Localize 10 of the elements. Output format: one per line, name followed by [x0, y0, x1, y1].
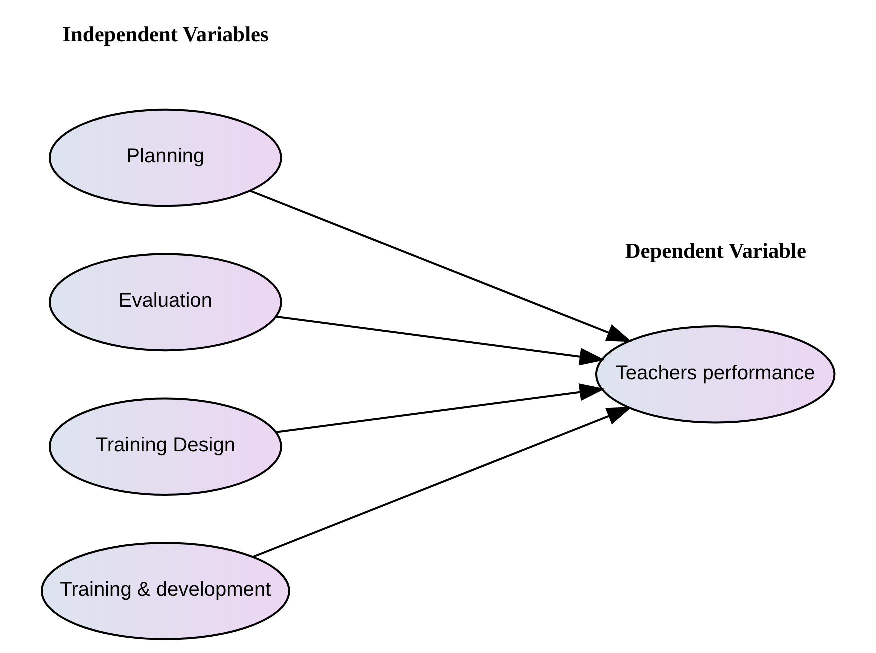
- arrow: [276, 384, 605, 434]
- node-ellipse: Training & development: [40, 542, 290, 640]
- arrow: [276, 316, 605, 366]
- label: Dependent Variable: [624, 239, 806, 264]
- label: Independent Variables: [62, 22, 268, 46]
- node-ellipse: Evaluation: [48, 253, 282, 352]
- node-ellipse: Planning: [48, 108, 282, 208]
- arrow: [252, 407, 632, 558]
- node-ellipse: Training Design: [48, 398, 282, 496]
- arrow: [249, 190, 632, 342]
